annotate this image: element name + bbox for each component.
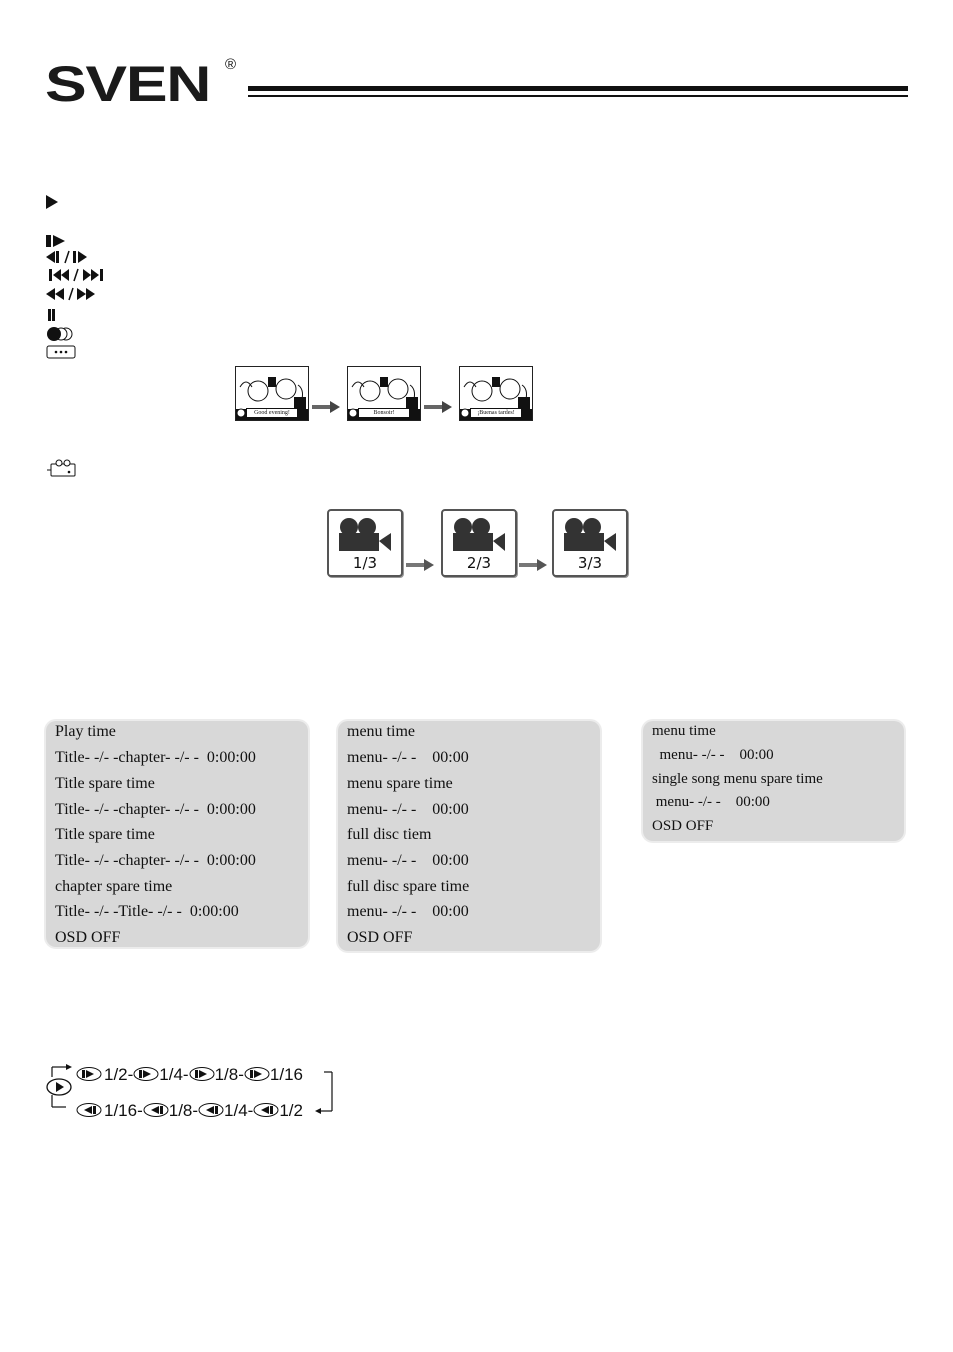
- osd-line: full disc tiem: [347, 826, 432, 843]
- osd-panel-cd: menu time menu- -/- - 00:00 single song …: [643, 721, 904, 841]
- osd-line: menu- -/- - 00:00: [347, 749, 469, 766]
- osd-line: OSD OFF: [347, 929, 413, 946]
- osd-line: menu time: [652, 723, 716, 739]
- osd-line: Title- -/- -chapter- -/- - 0:00:00: [55, 852, 256, 869]
- slow-icon: [46, 250, 87, 264]
- registered-mark: ®: [225, 56, 237, 73]
- osd-line: Title- -/- -chapter- -/- - 0:00:00: [55, 749, 256, 766]
- osd-line: OSD OFF: [55, 929, 121, 946]
- speed-label: 1/16: [269, 1065, 303, 1084]
- subtitle-thumb-2: Bonsoir!: [347, 366, 421, 421]
- scan-icon: [46, 287, 95, 301]
- speed-label: 1/4-: [159, 1065, 189, 1084]
- header-rule-thin: [248, 95, 908, 97]
- slow-reverse-icon: [143, 1103, 169, 1117]
- osd-line: chapter spare time: [55, 878, 173, 895]
- speed-label: 1/2-: [104, 1065, 134, 1084]
- osd-line: menu- -/- - 00:00: [347, 801, 469, 818]
- arrow-right-icon: [406, 559, 434, 571]
- subtitle-text: ¡Buenas tardes!: [470, 408, 522, 418]
- angle-label: 3/3: [577, 554, 603, 572]
- slow-reverse-icon: [198, 1103, 224, 1117]
- angle-icon: [47, 459, 76, 477]
- slow-reverse-icon: [253, 1103, 279, 1117]
- arrow-right-icon: [312, 401, 340, 413]
- osd-line: Title- -/- -Title- -/- - 0:00:00: [55, 903, 239, 920]
- angle-box-2: 2/3: [441, 509, 517, 577]
- osd-line: menu- -/- - 00:00: [347, 903, 469, 920]
- osd-line: menu- -/- - 00:00: [652, 747, 774, 763]
- pause-icon: [48, 309, 55, 321]
- speed-label: 1/2: [279, 1101, 303, 1120]
- osd-panel-dvd: Play time Title- -/- -chapter- -/- - 0:0…: [46, 721, 308, 947]
- slow-cycle-connector: [51, 1064, 333, 1114]
- osd-line: menu- -/- - 00:00: [652, 794, 770, 810]
- angle-box-1: 1/3: [327, 509, 403, 577]
- osd-line: Title spare time: [55, 775, 155, 792]
- slow-reverse-icon: [76, 1103, 102, 1117]
- subtitle-thumb-1: Good evening!: [235, 366, 309, 421]
- slow-reverse-row: 1/16- 1/8- 1/4- 1/2: [76, 1101, 303, 1121]
- speed-label: 1/4-: [224, 1101, 254, 1120]
- subtitle-thumb-3: ¡Buenas tardes!: [459, 366, 533, 421]
- osd-line: menu time: [347, 723, 415, 740]
- repeat-icon: [47, 327, 73, 341]
- osd-line: menu spare time: [347, 775, 453, 792]
- play-button-icon: [46, 1078, 72, 1096]
- subtitle-text: Bonsoir!: [358, 408, 410, 418]
- osd-line: single song menu spare time: [652, 771, 823, 787]
- slow-forward-icon: [189, 1067, 215, 1081]
- osd-line: Title- -/- -chapter- -/- - 0:00:00: [55, 801, 256, 818]
- play-icon: [46, 195, 58, 209]
- slow-forward-row: 1/2- 1/4- 1/8- 1/16: [76, 1065, 303, 1085]
- angle-box-3: 3/3: [552, 509, 628, 577]
- slow-forward-icon: [133, 1067, 159, 1081]
- brand-logo: SVEN: [45, 56, 211, 112]
- speed-label: 1/8-: [168, 1101, 199, 1120]
- osd-line: OSD OFF: [652, 818, 714, 834]
- subtitle-icon: [46, 345, 76, 359]
- arrow-right-icon: [424, 401, 452, 413]
- osd-line: full disc spare time: [347, 878, 470, 895]
- osd-line: Title spare time: [55, 826, 155, 843]
- osd-line: menu- -/- - 00:00: [347, 852, 469, 869]
- speed-label: 1/16-: [104, 1101, 143, 1120]
- angle-label: 2/3: [466, 554, 492, 572]
- arrow-right-icon: [519, 559, 547, 571]
- osd-line: Play time: [55, 723, 116, 740]
- camera-icon: [453, 518, 505, 551]
- camera-icon: [339, 518, 391, 551]
- osd-panel-vcd: menu time menu- -/- - 00:00 menu spare t…: [338, 721, 600, 951]
- skip-icon: [49, 268, 103, 282]
- subtitle-text: Good evening!: [246, 408, 298, 418]
- slow-forward-icon: [244, 1067, 270, 1081]
- slow-forward-icon: [76, 1067, 102, 1081]
- speed-label: 1/8-: [214, 1065, 244, 1084]
- header-rule: [248, 86, 908, 91]
- camera-icon: [564, 518, 616, 551]
- angle-label: 1/3: [352, 554, 378, 572]
- step-icon: [46, 235, 65, 247]
